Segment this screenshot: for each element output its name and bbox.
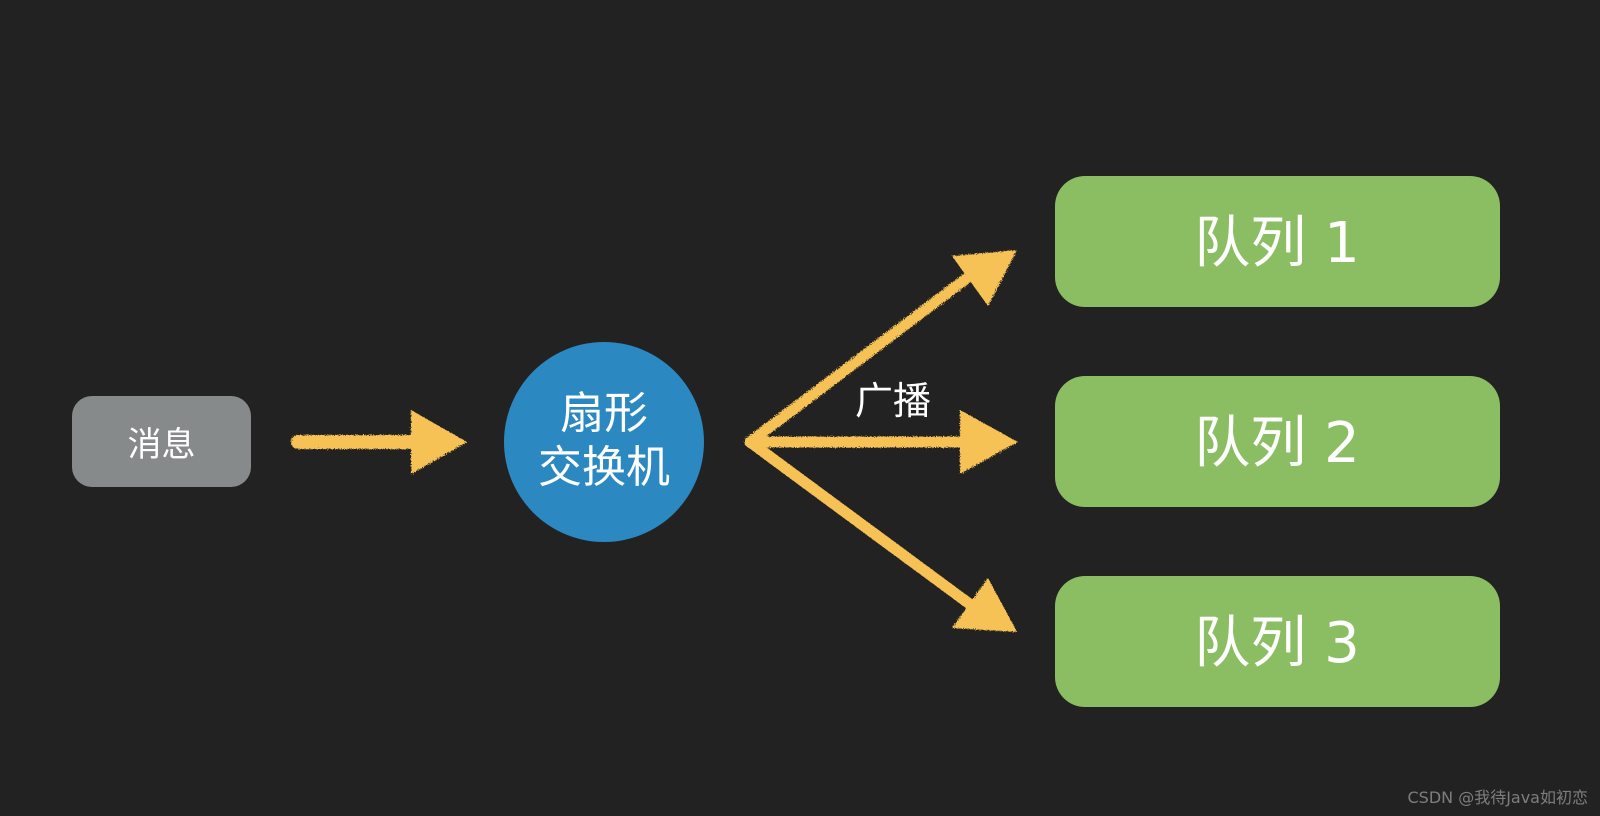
fanout-exchange-node: 扇形 交换机: [504, 342, 704, 542]
arrow-message-to-exchange: [291, 410, 467, 474]
queue-1-box: [1055, 176, 1500, 307]
message-label: 消息: [128, 425, 196, 465]
message-node: 消息: [72, 396, 251, 487]
exchange-circle: [504, 342, 704, 542]
queue-3-node: 队列 3: [1055, 576, 1500, 707]
message-node-box: [72, 396, 251, 487]
queue-2-box: [1055, 376, 1500, 507]
watermark: CSDN @我待Java如初恋: [1407, 788, 1588, 807]
queue-1-label: 队列 1: [1194, 211, 1359, 276]
broadcast-label: 广播: [855, 379, 931, 423]
queue-3-box: [1055, 576, 1500, 707]
arrow-exchange-to-queue-3: [744, 436, 1017, 632]
exchange-label-line2: 交换机: [538, 442, 670, 493]
arrow-exchange-to-queue-1: [744, 250, 1017, 448]
queue-3-label: 队列 3: [1194, 611, 1359, 676]
queue-1-node: 队列 1: [1055, 176, 1500, 307]
arrow-exchange-to-queue-2: [744, 410, 1018, 474]
exchange-label-line1: 扇形: [560, 388, 648, 439]
queue-2-label: 队列 2: [1194, 411, 1359, 476]
queue-2-node: 队列 2: [1055, 376, 1500, 507]
